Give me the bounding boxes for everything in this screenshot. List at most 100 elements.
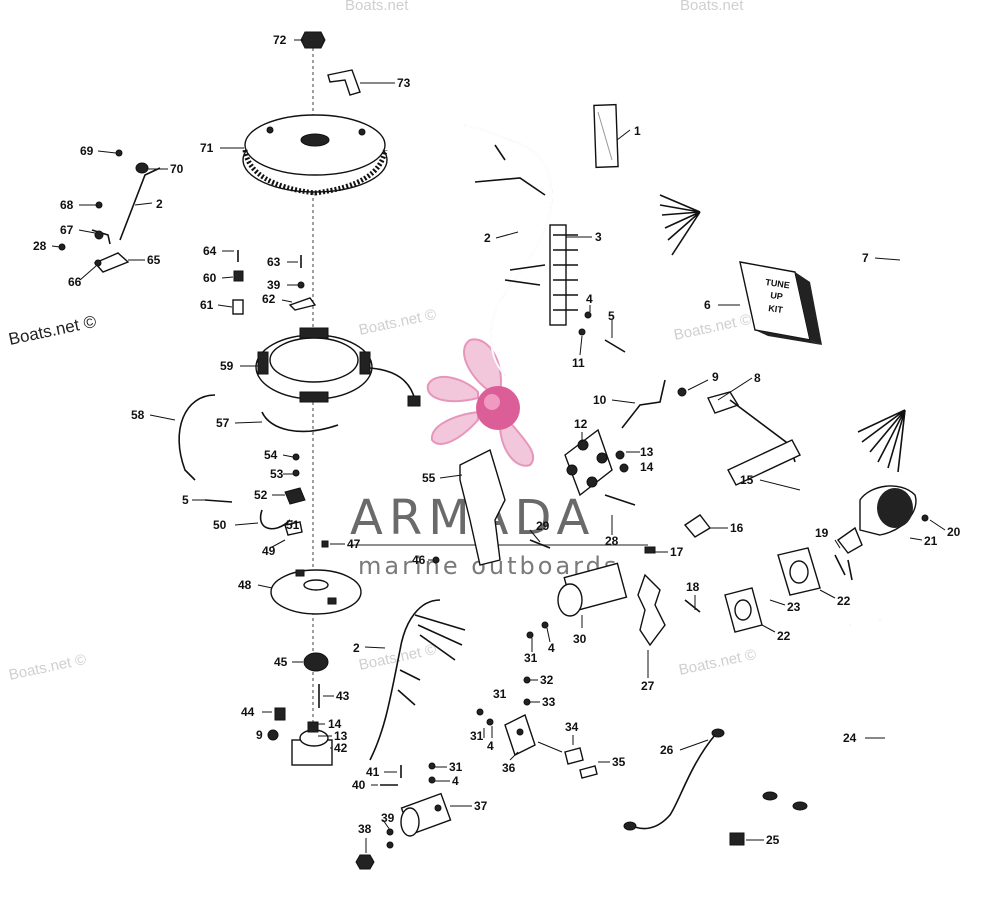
- callout-label: 49: [262, 544, 276, 558]
- callout-label: 12: [574, 417, 588, 431]
- callout-label: 50: [213, 518, 227, 532]
- screw-icon: [523, 676, 531, 684]
- callout-label: 23: [787, 600, 801, 614]
- ground-bracket-assembly-icon: [58, 149, 161, 273]
- callout-label: 48: [238, 578, 252, 592]
- callout-label: 28: [605, 534, 619, 548]
- lead-wire-icon: [261, 411, 339, 433]
- callout-labels: 72 73 1 71 69 70 2 68 67 28 65 66 2 3 64…: [33, 33, 961, 847]
- callout-label: 8: [754, 371, 761, 385]
- callout-label: 9: [256, 728, 263, 742]
- callout-label: 19: [815, 526, 829, 540]
- callout-label: 5: [182, 493, 189, 507]
- bushing-icon: [303, 652, 329, 672]
- watermark-site: Boats.net ©: [672, 311, 752, 344]
- flywheel-icon: [242, 114, 388, 196]
- ignition-coil-icon: [564, 428, 613, 497]
- callout-label: 16: [730, 521, 744, 535]
- callout-label: 28: [33, 239, 47, 253]
- screw-icon: [274, 707, 286, 721]
- callout-label: 62: [262, 292, 276, 306]
- spark-plug-cap-icon: [677, 387, 687, 397]
- spark-plug-lead-icon: [621, 379, 666, 429]
- washer-icon: [523, 698, 531, 706]
- callout-label: 71: [200, 141, 214, 155]
- callout-label: 21: [924, 534, 938, 548]
- callout-label: 3: [595, 230, 602, 244]
- callout-label: 38: [358, 822, 372, 836]
- washer-icon: [292, 469, 300, 477]
- callout-label: 42: [334, 741, 348, 755]
- starter-solenoid-icon: [400, 792, 452, 837]
- callout-label: 58: [131, 408, 145, 422]
- spring-icon: [644, 546, 656, 554]
- washer-icon: [428, 776, 436, 784]
- gasket-plate-icon: [724, 587, 763, 633]
- callout-label: 64: [203, 244, 217, 258]
- callout-label: 31: [493, 687, 507, 701]
- callout-label: 24: [843, 731, 857, 745]
- callout-label: 65: [147, 253, 161, 267]
- callout-label: 9: [712, 370, 719, 384]
- callout-label: 20: [947, 525, 961, 539]
- parts-artwork: TUNE UP KIT: [58, 31, 961, 870]
- watermark-site-main: Boats.net ©: [7, 312, 99, 349]
- screw-icon: [529, 539, 551, 549]
- callout-label: 7: [862, 251, 869, 265]
- callout-label: 45: [274, 655, 288, 669]
- callout-label: 40: [352, 778, 366, 792]
- watermark-site: Boats.net ©: [677, 646, 757, 679]
- tune-up-kit-icon: TUNE UP KIT: [739, 261, 822, 345]
- callout-label: 4: [586, 292, 593, 306]
- link-rod-icon: [259, 509, 291, 530]
- nut-icon: [578, 328, 586, 336]
- callout-label: 35: [612, 755, 626, 769]
- terminal-bracket-icon: [504, 714, 536, 756]
- callout-label: 60: [203, 271, 217, 285]
- callout-label: 4: [452, 774, 459, 788]
- extension-harness-icon: [659, 147, 961, 473]
- callout-label: 13: [640, 445, 654, 459]
- stator-icon: [255, 327, 421, 407]
- callout-label: 30: [573, 632, 587, 646]
- washer-icon: [584, 311, 592, 319]
- callout-label: 33: [542, 695, 556, 709]
- washer-icon: [541, 621, 549, 629]
- callout-label: 4: [487, 739, 494, 753]
- flywheel-nut-icon: [300, 31, 326, 49]
- screw-icon: [204, 499, 233, 503]
- callout-label: 26: [660, 743, 674, 757]
- starter-motor-icon: [557, 562, 628, 617]
- screw-icon: [292, 453, 300, 461]
- screw-icon: [432, 556, 440, 564]
- washer-icon: [297, 281, 305, 289]
- boot-icon: [683, 514, 712, 538]
- callout-label: 61: [200, 298, 214, 312]
- nut-icon: [355, 854, 375, 870]
- callout-label: 57: [216, 416, 230, 430]
- screw-icon: [526, 631, 534, 639]
- kit-label-line3: KIT: [768, 303, 784, 315]
- retainer-icon: [288, 297, 317, 311]
- callout-label: 17: [670, 545, 684, 559]
- callout-label: 10: [593, 393, 607, 407]
- callout-label: 52: [254, 488, 268, 502]
- flywheel-key-icon: [327, 69, 361, 96]
- mounting-strap-icon: [637, 573, 666, 647]
- pickup-clamp-icon: [284, 487, 306, 505]
- callout-label: 59: [220, 359, 234, 373]
- leader-lines: [51, 39, 946, 853]
- callout-label: 39: [267, 278, 281, 292]
- retainer-icon: [284, 521, 303, 536]
- kit-label-line1: TUNE: [765, 277, 791, 290]
- callout-label: 2: [156, 197, 163, 211]
- watermark-site: Boats.net: [345, 0, 409, 14]
- callout-label: 14: [640, 460, 654, 474]
- washer-icon: [386, 828, 394, 836]
- cable-clip-icon: [232, 299, 244, 315]
- callout-label: 14: [328, 717, 342, 731]
- ground-wire-icon: [178, 394, 216, 481]
- watermark-site: Boats.net ©: [7, 651, 87, 684]
- watermark-site: Boats.net ©: [357, 306, 437, 339]
